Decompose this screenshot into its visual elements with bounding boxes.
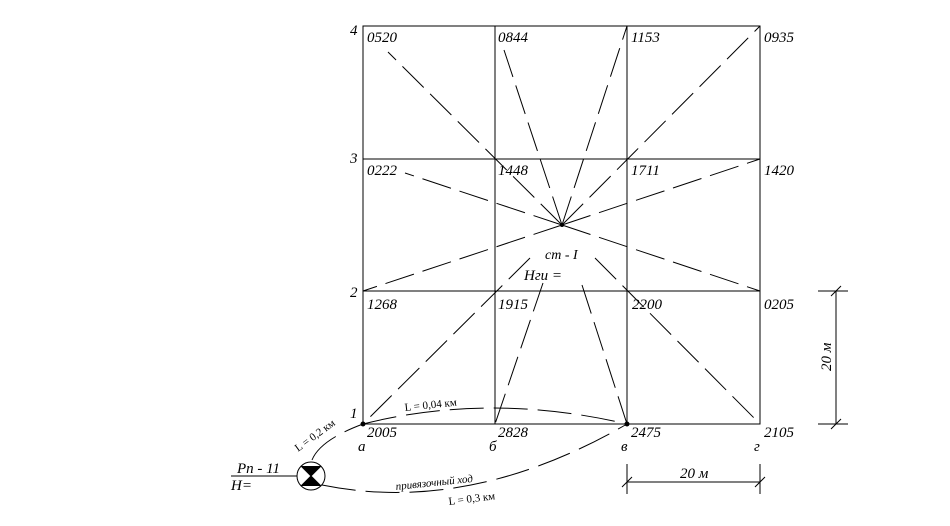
sight-line: [362, 257, 531, 425]
column-label: г: [754, 439, 760, 455]
node-value: 0844: [498, 30, 529, 46]
node-value: 0935: [764, 30, 795, 46]
node-values: 0520 0844 1153 0935 0222 1448 1711 1420 …: [367, 30, 795, 441]
node-value: 2105: [764, 425, 795, 441]
row-labels: 4 3 2 1: [349, 23, 358, 422]
benchmark-name: Рп - 11: [236, 461, 280, 477]
traverse-length-label: L = 0,2 км: [293, 417, 338, 454]
dimension-horizontal: [621, 464, 766, 494]
column-labels: а б в г: [358, 439, 760, 455]
node-value: 2005: [367, 425, 398, 441]
benchmark-symbol: [231, 461, 326, 491]
traverse-length-label: L = 0,04 км: [404, 397, 457, 414]
row-label: 1: [350, 406, 358, 422]
station-point: [560, 223, 564, 227]
node-value: 2828: [498, 425, 529, 441]
node-value: 1268: [367, 297, 398, 313]
dimension-vertical: [818, 285, 848, 430]
traverse-length-label: L = 0,3 км: [448, 490, 496, 508]
station-name: ст - I: [545, 248, 579, 263]
grid-lines: [362, 25, 761, 425]
traverse-route: [311, 407, 630, 493]
node-value: 1915: [498, 297, 529, 313]
sight-line: [561, 158, 761, 226]
node-value: 1420: [764, 163, 795, 179]
node-value: 2475: [631, 425, 662, 441]
station-height-label: Нги =: [523, 268, 562, 284]
sight-line: [561, 25, 628, 226]
traverse-segment: [362, 407, 628, 425]
column-label: в: [621, 439, 628, 455]
dimension-label-vertical: 20 м: [819, 342, 835, 371]
row-label: 2: [350, 285, 358, 301]
traverse-point: [360, 421, 366, 427]
sight-line: [561, 25, 761, 226]
sight-line: [581, 284, 628, 425]
column-label: б: [489, 439, 497, 455]
node-value: 1711: [631, 163, 660, 179]
sight-line: [561, 224, 761, 292]
sight-line: [494, 282, 544, 425]
sight-line: [362, 224, 563, 292]
sight-line: [387, 51, 563, 226]
node-value: 0205: [764, 297, 795, 313]
traverse-segment: [321, 423, 628, 493]
column-label: а: [358, 439, 366, 455]
row-label: 3: [349, 151, 358, 167]
dimension-label-horizontal: 20 м: [680, 466, 709, 482]
node-value: 1153: [631, 30, 660, 46]
traverse-segment: [311, 423, 364, 461]
sight-lines: [362, 25, 761, 425]
grid-border: [362, 25, 761, 425]
traverse-point: [624, 421, 630, 427]
sight-line: [503, 49, 563, 226]
row-label: 4: [350, 23, 358, 39]
benchmark-height-label: Н=: [230, 478, 252, 494]
node-value: 1448: [498, 163, 529, 179]
node-value: 0222: [367, 163, 398, 179]
node-value: 0520: [367, 30, 398, 46]
node-value: 2200: [632, 297, 663, 313]
sight-line: [404, 172, 563, 226]
sight-line: [594, 257, 761, 425]
